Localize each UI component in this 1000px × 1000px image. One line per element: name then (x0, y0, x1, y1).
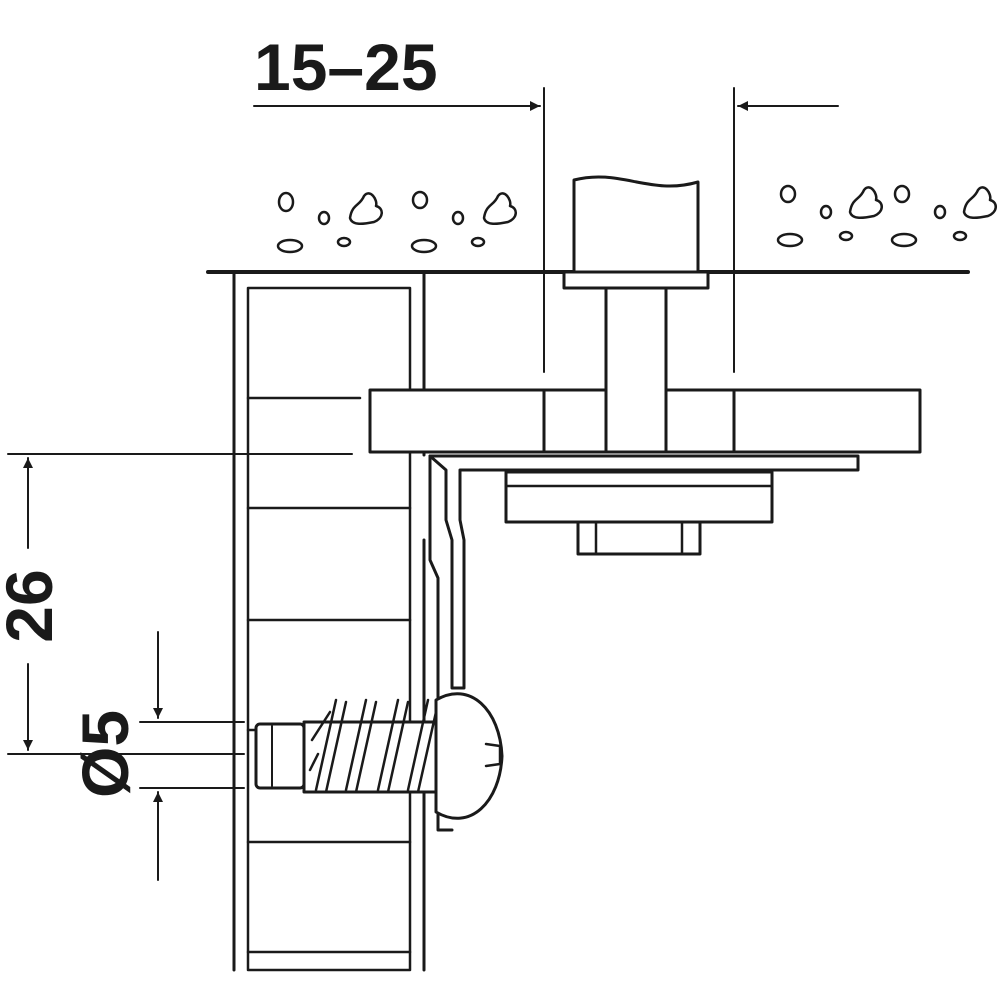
fixing-screw (254, 692, 504, 820)
mounting-bolt (562, 175, 710, 454)
cabinet-side-panel (232, 270, 426, 972)
dimension-label-gap: 15–25 (254, 30, 438, 104)
dimension-gap-lines (253, 87, 839, 373)
dimension-label-diameter: Ø5 (68, 710, 142, 798)
dimension-diameter-lines (139, 631, 245, 881)
dimension-label-height: 26 (0, 569, 66, 642)
worktop-speckle-texture (276, 184, 997, 254)
dimension-height-lines (7, 453, 353, 755)
angle-bracket (428, 454, 860, 832)
washer-and-nut (504, 470, 774, 556)
